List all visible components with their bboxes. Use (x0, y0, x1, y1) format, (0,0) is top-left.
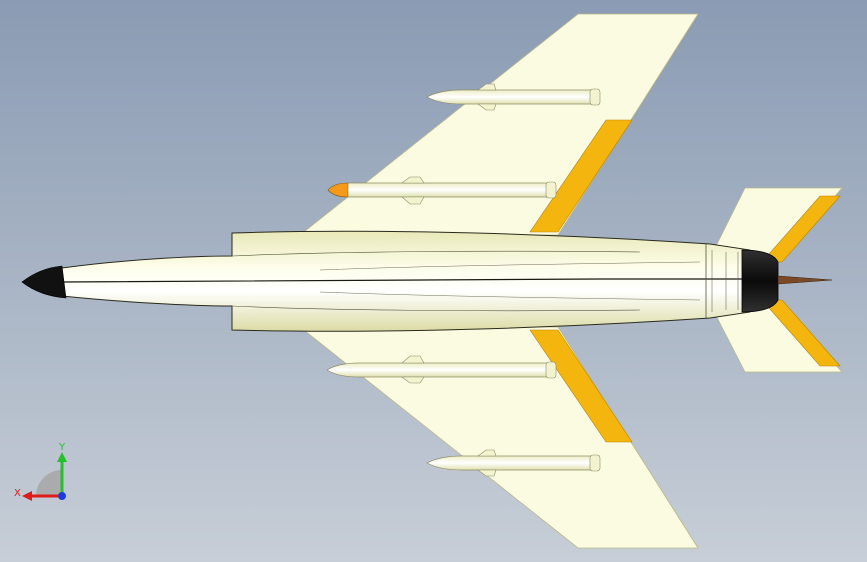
missile-fin (401, 376, 425, 384)
fuselage[interactable] (61, 230, 751, 332)
fuselage-panel-line (231, 250, 641, 257)
missile-fin (401, 355, 425, 364)
upper-wing-panel (298, 13, 699, 236)
missile-upper-inner[interactable] (327, 176, 557, 205)
missile-fin (477, 449, 497, 457)
missile-tail-cap (589, 454, 601, 472)
missile-fin (477, 83, 497, 91)
upper-wing[interactable] (298, 13, 699, 236)
z-axis-dot (58, 492, 66, 500)
engine-nozzle[interactable] (741, 249, 833, 313)
missile-lower-outer[interactable] (426, 449, 601, 477)
missile-lower-inner[interactable] (326, 355, 557, 384)
missile-tail-cap (589, 88, 601, 106)
missile-fin (477, 469, 497, 477)
fuselage-panel-line (319, 261, 701, 271)
missile-upper-outer[interactable] (426, 83, 601, 111)
missile-fin (477, 103, 497, 111)
exhaust-probe (777, 275, 833, 285)
fuselage-panel-line (231, 305, 641, 312)
y-axis-arrowhead (57, 452, 67, 462)
missile-fin (401, 176, 425, 184)
missile-fin (401, 196, 425, 205)
missile-body (426, 89, 599, 105)
missile-body (426, 455, 599, 471)
missile-tail-cap (545, 361, 557, 379)
fuselage-panel-line (319, 291, 701, 301)
triad-plane-indicator (36, 470, 62, 496)
orientation-triad[interactable]: X Y (10, 440, 80, 510)
x-axis-label: X (14, 488, 21, 499)
lower-aileron (529, 329, 633, 443)
missile-tail-cap (545, 181, 557, 199)
y-axis-label: Y (58, 442, 66, 453)
nozzle-ring (741, 249, 779, 313)
upper-elevator (761, 195, 841, 263)
nose-cone[interactable] (21, 265, 67, 299)
missile-body (326, 362, 555, 378)
x-axis-arrowhead (22, 491, 32, 501)
missile-body (347, 182, 555, 198)
